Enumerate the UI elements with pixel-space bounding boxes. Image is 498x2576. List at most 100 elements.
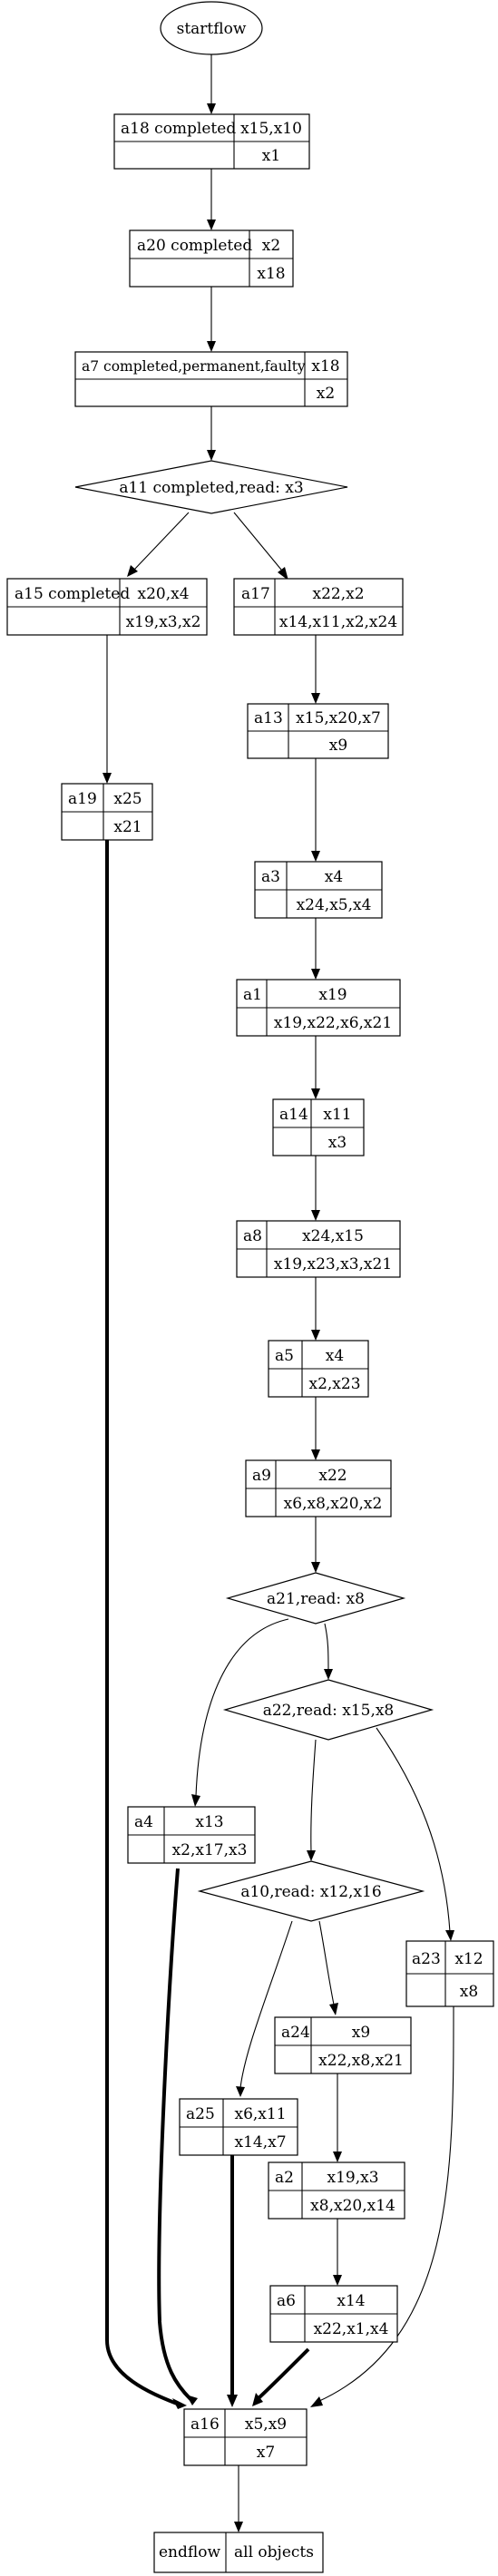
decision-label: a10,read: x12,x16 xyxy=(240,1883,381,1901)
activity-a19: a19 x25 x21 xyxy=(61,783,153,841)
arrowhead xyxy=(207,220,216,230)
arrowhead xyxy=(311,693,320,704)
activity-name: a6 xyxy=(277,2292,296,2310)
activity-name: a9 xyxy=(252,1467,271,1485)
activity-a3: a3 x4 x24,x5,x4 xyxy=(254,861,383,919)
activity-reads: x2 xyxy=(317,385,335,403)
start-label: startflow xyxy=(177,20,247,38)
arrowhead xyxy=(311,1210,320,1221)
activity-reads: x14,x7 xyxy=(234,2133,286,2152)
arrowhead xyxy=(186,2395,198,2405)
edge-a21-a22 xyxy=(324,1623,329,1672)
activity-reads: x2,x23 xyxy=(308,1375,360,1393)
edges xyxy=(103,54,454,2532)
arrowhead xyxy=(311,969,320,980)
activity-name: a24 xyxy=(281,2024,310,2042)
decision-diamond xyxy=(222,1679,435,1741)
edge-a10-a25 xyxy=(239,1920,293,2089)
activity-writes: x12 xyxy=(454,1950,483,1968)
activity-reads: x22,x1,x4 xyxy=(314,2320,389,2338)
arrowhead xyxy=(236,2086,245,2097)
end-node: endflow all objects xyxy=(153,2532,324,2573)
activity-reads: x1 xyxy=(262,147,280,165)
arrowhead xyxy=(207,103,216,114)
activity-reads: x8,x20,x14 xyxy=(310,2197,395,2215)
activity-a6: a6 x14 x22,x1,x4 xyxy=(269,2285,398,2343)
arrowhead xyxy=(127,565,138,577)
activity-name: a23 xyxy=(412,1950,441,1968)
edge-a22-a10 xyxy=(310,1739,317,1853)
decision-a11: a11 completed,read: x3 xyxy=(74,460,348,514)
arrowhead xyxy=(278,567,288,581)
activity-reads: x21 xyxy=(113,818,142,836)
activity-name: a2 xyxy=(275,2169,294,2187)
activity-writes: x4 xyxy=(325,868,343,886)
activity-name: a16 xyxy=(190,2415,220,2434)
activity-reads: x14,x11,x2,x24 xyxy=(279,613,397,631)
edge-a6-a16 xyxy=(257,2347,310,2400)
activity-name: a17 xyxy=(241,585,270,603)
arrowhead xyxy=(311,1330,320,1341)
activity-writes: x11 xyxy=(323,1106,351,1124)
arrowhead xyxy=(103,773,112,784)
activity-a2: a2 x19,x3 x8,x20,x14 xyxy=(268,2161,405,2220)
activity-name: a15 completed xyxy=(15,585,130,603)
activity-name: a7 completed,permanent,faulty xyxy=(82,358,306,375)
arrowhead xyxy=(227,2395,238,2407)
activity-a4: a4 x13 x2,x17,x3 xyxy=(127,1806,256,1864)
arrowhead xyxy=(207,341,216,352)
activity-name: a19 xyxy=(68,790,97,808)
activity-name: a14 xyxy=(279,1106,308,1124)
activity-writes: x4 xyxy=(326,1347,344,1365)
activity-name: a13 xyxy=(254,709,283,727)
activity-reads: x7 xyxy=(257,2444,275,2462)
activity-name: a8 xyxy=(243,1227,262,1245)
activity-name: a1 xyxy=(243,986,262,1004)
activity-a24: a24 x9 x22,x8,x21 xyxy=(274,2016,412,2074)
activity-writes: x15,x10 xyxy=(240,120,302,138)
activity-a13: a13 x15,x20,x7 x9 xyxy=(247,703,389,759)
arrowhead xyxy=(207,450,216,461)
activity-reads: x22,x8,x21 xyxy=(318,2052,404,2070)
arrowhead xyxy=(307,1850,316,1861)
arrowhead xyxy=(172,2398,187,2409)
activity-writes: x6,x11 xyxy=(234,2105,286,2123)
activity-writes: x24,x15 xyxy=(302,1227,364,1245)
arrowhead xyxy=(333,2152,342,2162)
activity-a25: a25 x6,x11 x14,x7 xyxy=(179,2098,298,2156)
activity-reads: x2,x17,x3 xyxy=(172,1841,248,1859)
activity-writes: x18 xyxy=(311,357,339,376)
arrowhead xyxy=(311,1449,320,1460)
decision-a21: a21,read: x8 xyxy=(225,1572,406,1625)
decision-diamond xyxy=(74,460,348,514)
activity-writes: x25 xyxy=(113,790,142,808)
arrowhead xyxy=(333,2275,342,2286)
arrowhead xyxy=(311,1562,320,1573)
activity-writes: x13 xyxy=(195,1813,223,1831)
activity-reads: x19,x3,x2 xyxy=(126,613,201,631)
activity-writes: x22 xyxy=(318,1467,347,1485)
activity-reads: x8 xyxy=(460,1983,478,2001)
decision-a10: a10,read: x12,x16 xyxy=(197,1860,425,1922)
arrowhead xyxy=(234,2522,243,2532)
activity-writes: x19 xyxy=(318,986,347,1004)
activity-reads: x3 xyxy=(328,1134,347,1152)
activity-name: a25 xyxy=(186,2105,215,2123)
start-ellipse xyxy=(160,1,263,55)
activity-a5: a5 x4 x2,x23 xyxy=(268,1340,369,1398)
activity-writes: x19,x3 xyxy=(327,2169,378,2187)
activity-reads: x6,x8,x20,x2 xyxy=(284,1495,383,1513)
activity-writes: x20,x4 xyxy=(137,585,189,603)
activity-writes: x5,x9 xyxy=(245,2415,287,2434)
activity-writes: x9 xyxy=(352,2024,370,2042)
activity-reads: x24,x5,x4 xyxy=(297,896,372,914)
activity-name: a5 xyxy=(275,1347,294,1365)
activity-a20: a20 completed x2 x18 xyxy=(129,229,294,288)
activity-a17: a17 x22,x2 x14,x11,x2,x24 xyxy=(233,578,404,636)
activity-name: a18 completed xyxy=(121,120,236,138)
activity-name: a4 xyxy=(134,1813,153,1831)
activity-reads: x9 xyxy=(329,737,347,755)
edge-a19-a16 xyxy=(105,840,178,2405)
